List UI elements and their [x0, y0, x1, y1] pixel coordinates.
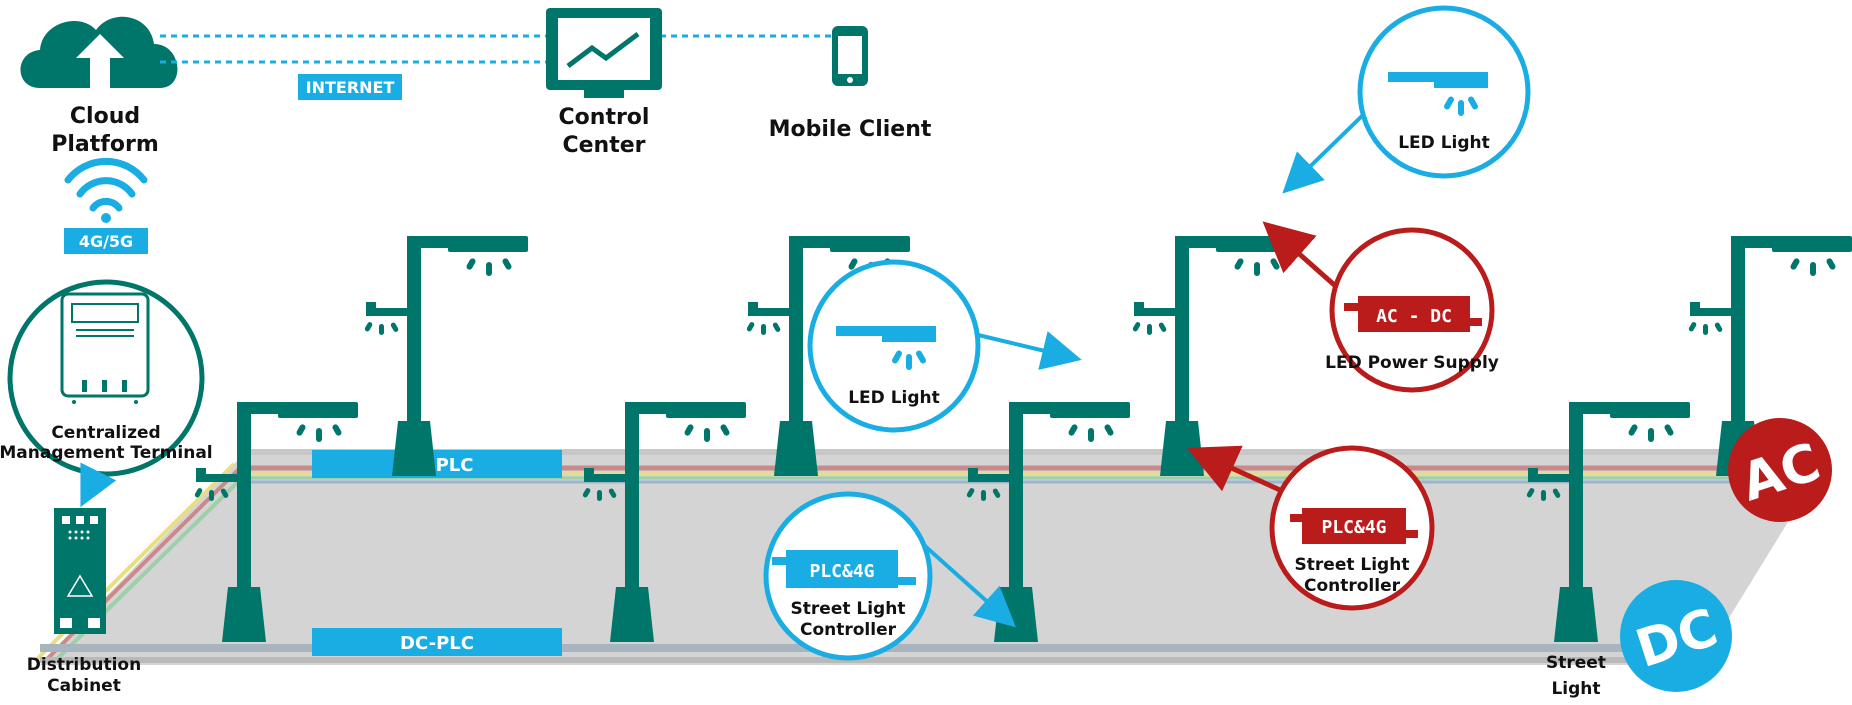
power-supply-chip-icon: AC - DC	[1344, 296, 1482, 332]
street-light-pole	[363, 236, 528, 476]
cloud-label-line2: Platform	[51, 132, 159, 157]
svg-text:DC-PLC: DC-PLC	[400, 633, 474, 654]
street-light-controller-callout-blue: PLC&4G Street Light Controller	[763, 491, 1016, 661]
internet-links: INTERNET	[160, 34, 832, 100]
controller-label-line1: Street Light	[791, 599, 906, 619]
cabinet-label-line1: Distribution	[27, 655, 141, 675]
dc-badge: DC	[1620, 580, 1732, 692]
controller-chip-icon: PLC&4G	[772, 550, 916, 588]
controller-label-line2: Controller	[1304, 576, 1401, 596]
cabinet-icon	[54, 508, 106, 634]
wifi-icon	[64, 157, 148, 212]
terminal-label-line1: Centralized	[51, 423, 160, 443]
controller-chip-icon: PLC&4G	[1290, 508, 1418, 544]
controller-label-line2: Controller	[800, 620, 897, 640]
street-light-label-line1: Street	[1546, 653, 1606, 673]
street-light-pole	[1131, 236, 1296, 476]
street-light-controller-callout-red: PLC&4G Street Light Controller	[1186, 445, 1435, 611]
led-light-label: LED Light	[1398, 133, 1490, 153]
cloud-platform: Cloud Platform	[20, 16, 178, 157]
wireless-tag: 4G/5G	[79, 232, 133, 251]
controller-label-line1: Street Light	[1295, 555, 1410, 575]
led-light-label: LED Light	[848, 388, 940, 408]
wireless-link: 4G/5G	[64, 157, 148, 254]
terminal-device-icon	[60, 292, 150, 404]
terminal-label-line2: Management Terminal	[0, 443, 213, 463]
control-label-line1: Control	[559, 105, 650, 130]
distribution-cabinet: Distribution Cabinet	[27, 508, 141, 696]
cloud-label-line1: Cloud	[70, 104, 140, 129]
upload-arrow-icon	[76, 34, 124, 88]
cabinet-label-line2: Cabinet	[47, 676, 121, 696]
ac-plc-tag: AC-PLC	[312, 450, 562, 478]
led-power-supply-callout: AC - DC LED Power Supply	[1262, 221, 1499, 393]
led-light-callout-top: LED Light	[1282, 5, 1531, 194]
controller-chip-text: PLC&4G	[1321, 517, 1386, 538]
control-center: Control Center	[546, 8, 662, 158]
controller-chip-text: PLC&4G	[809, 561, 874, 582]
mobile-label: Mobile Client	[769, 117, 932, 142]
dc-plc-tag: DC-PLC	[312, 628, 562, 656]
mobile-client: Mobile Client	[769, 26, 932, 142]
internet-tag: INTERNET	[306, 78, 395, 97]
ac-badge: AC	[1728, 418, 1832, 522]
control-label-line2: Center	[562, 133, 645, 158]
street-light-label: Street Light	[1546, 653, 1606, 699]
led-light-callout-mid: LED Light	[807, 259, 1082, 433]
street-light-label-line2: Light	[1551, 679, 1600, 699]
centralized-management-terminal: Centralized Management Terminal	[0, 279, 213, 508]
power-supply-label: LED Power Supply	[1325, 353, 1499, 373]
power-supply-chip-text: AC - DC	[1376, 306, 1452, 327]
